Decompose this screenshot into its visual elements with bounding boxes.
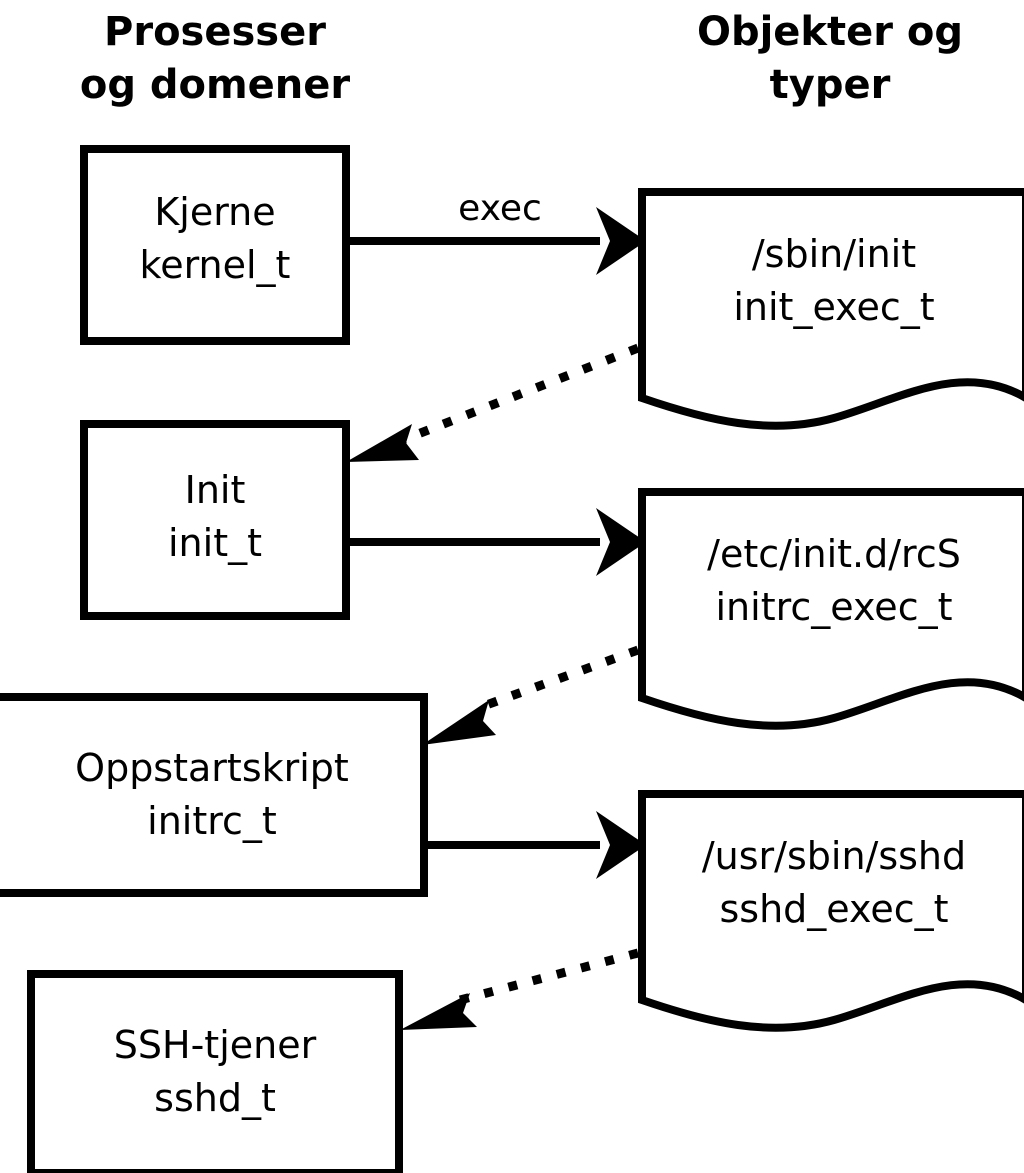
process-box — [80, 420, 350, 620]
process-node-init-line1: Init — [185, 468, 246, 512]
column-header-objects: Objekter og typer — [697, 9, 963, 108]
edge-line — [398, 343, 640, 446]
process-node-kernel[interactable]: Kjerne kernel_t — [80, 145, 350, 345]
arrowhead-icon — [346, 424, 419, 462]
process-node-initrc-line2: initrc_t — [147, 799, 277, 843]
object-node-usr-sbin-sshd[interactable]: /usr/sbin/sshd sshd_exec_t — [638, 790, 1024, 1032]
arrowhead-icon — [596, 508, 646, 576]
arrowhead-icon — [400, 993, 477, 1030]
process-node-init[interactable]: Init init_t — [80, 420, 350, 620]
object-node-sbin-init-line1: /sbin/init — [752, 232, 916, 276]
edge-sbin-init-to-init[interactable] — [346, 343, 640, 462]
object-node-usr-sbin-sshd-line1: /usr/sbin/sshd — [702, 834, 966, 878]
process-node-sshd[interactable]: SSH-tjener sshd_t — [27, 970, 403, 1173]
column-header-objects-line2: typer — [770, 62, 891, 108]
column-header-processes-line2: og domener — [80, 62, 351, 108]
process-node-kernel-line1: Kjerne — [154, 190, 275, 234]
process-node-sshd-line2: sshd_t — [154, 1076, 276, 1120]
edge-init-to-rcs[interactable] — [346, 508, 646, 576]
process-box — [27, 970, 403, 1173]
object-node-etc-initd-rcs[interactable]: /etc/init.d/rcS initrc_exec_t — [638, 488, 1024, 730]
arrowhead-icon — [596, 207, 646, 275]
object-node-sbin-init-line2: init_exec_t — [733, 285, 934, 329]
object-node-usr-sbin-sshd-line2: sshd_exec_t — [719, 887, 948, 931]
document-shape — [638, 790, 1024, 1032]
process-node-initrc[interactable]: Oppstartskript initrc_t — [0, 693, 428, 897]
edge-label-exec: exec — [458, 188, 542, 229]
process-box — [0, 693, 428, 897]
document-shape — [638, 488, 1024, 730]
arrowhead-icon — [422, 700, 496, 745]
edge-line — [458, 948, 640, 1005]
process-node-init-line2: init_t — [168, 521, 262, 565]
object-node-sbin-init[interactable]: /sbin/init init_exec_t — [638, 188, 1024, 430]
object-node-etc-initd-rcs-line1: /etc/init.d/rcS — [707, 532, 961, 576]
document-shape — [638, 188, 1024, 430]
edge-kernel-to-sbin-init[interactable]: exec — [346, 188, 646, 275]
column-header-processes: Prosesser og domener — [80, 9, 351, 108]
edge-initrc-to-sshd-exec[interactable] — [424, 811, 646, 879]
edge-rcs-to-initrc[interactable] — [422, 645, 640, 745]
process-node-sshd-line1: SSH-tjener — [114, 1023, 317, 1067]
process-node-kernel-line2: kernel_t — [140, 243, 291, 287]
edge-line — [476, 645, 640, 713]
object-node-etc-initd-rcs-line2: initrc_exec_t — [716, 585, 953, 629]
arrowhead-icon — [596, 811, 646, 879]
process-node-initrc-line1: Oppstartskript — [75, 746, 349, 790]
column-header-processes-line1: Prosesser — [104, 9, 326, 55]
column-header-objects-line1: Objekter og — [697, 9, 963, 55]
edge-sshd-exec-to-sshd[interactable] — [400, 948, 640, 1030]
process-box — [80, 145, 350, 345]
